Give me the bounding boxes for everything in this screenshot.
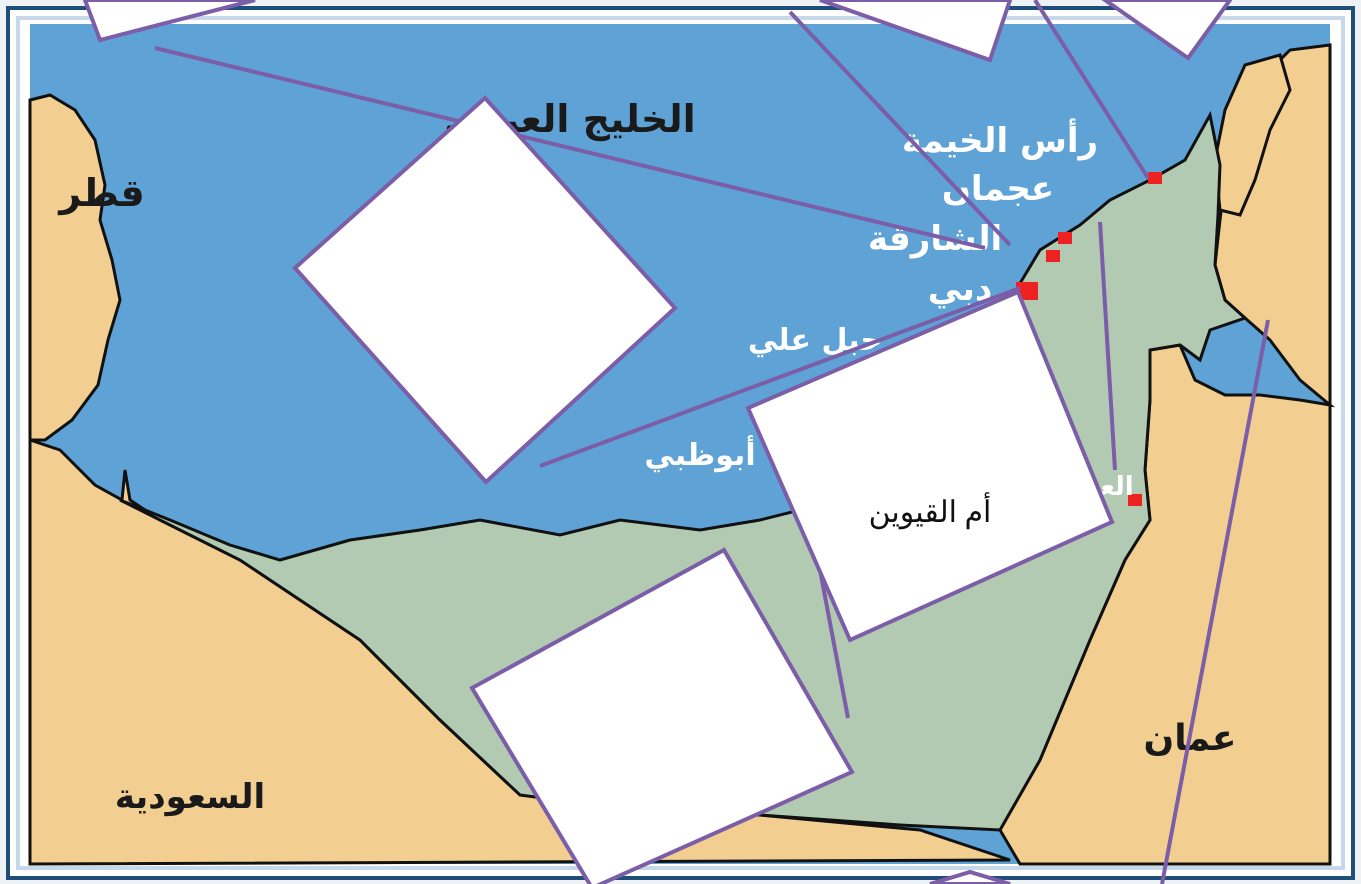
inner-frame bbox=[16, 16, 1345, 870]
ajman-label: عجمان bbox=[942, 169, 1054, 209]
abudhabi-label: أبوظبي bbox=[644, 435, 755, 473]
card-bottom[interactable] bbox=[929, 869, 1011, 884]
connector-line bbox=[1098, 221, 1117, 471]
rak-city-dot bbox=[1148, 172, 1162, 184]
card-umm-al-quwain-text: أم القيوين bbox=[869, 492, 992, 530]
saudi-label: السعودية bbox=[115, 777, 265, 817]
rak-label: رأس الخيمة bbox=[902, 118, 1098, 161]
sharjah-city-dot bbox=[1046, 250, 1060, 262]
connector-line bbox=[1160, 319, 1270, 884]
connector-line bbox=[788, 10, 1012, 247]
card-top-center[interactable] bbox=[819, 0, 1013, 63]
connector-lines bbox=[154, 0, 1270, 884]
card-gulf[interactable] bbox=[292, 95, 678, 485]
card-top-left[interactable] bbox=[82, 0, 256, 43]
connector-line bbox=[154, 46, 986, 250]
card-top-right[interactable] bbox=[1101, 0, 1233, 61]
alain-city-dot bbox=[1128, 494, 1142, 506]
answer-cards bbox=[82, 0, 1233, 884]
qatar-region bbox=[28, 93, 122, 442]
qatar-label: قطر bbox=[57, 171, 145, 215]
ajman-city-dot bbox=[1058, 232, 1072, 244]
uae-region bbox=[119, 110, 1248, 832]
musandam-region bbox=[1213, 53, 1292, 217]
map: الخليج العربي قطر السعودية عمان رأس الخي… bbox=[28, 24, 1336, 866]
jebel-ali-label: جبل علي bbox=[748, 323, 882, 358]
connector-line bbox=[539, 286, 1021, 468]
connector-line bbox=[1033, 0, 1150, 180]
card-umm-al-quwain[interactable] bbox=[745, 289, 1115, 643]
card-desert[interactable] bbox=[469, 547, 855, 884]
connector-line bbox=[818, 569, 850, 719]
